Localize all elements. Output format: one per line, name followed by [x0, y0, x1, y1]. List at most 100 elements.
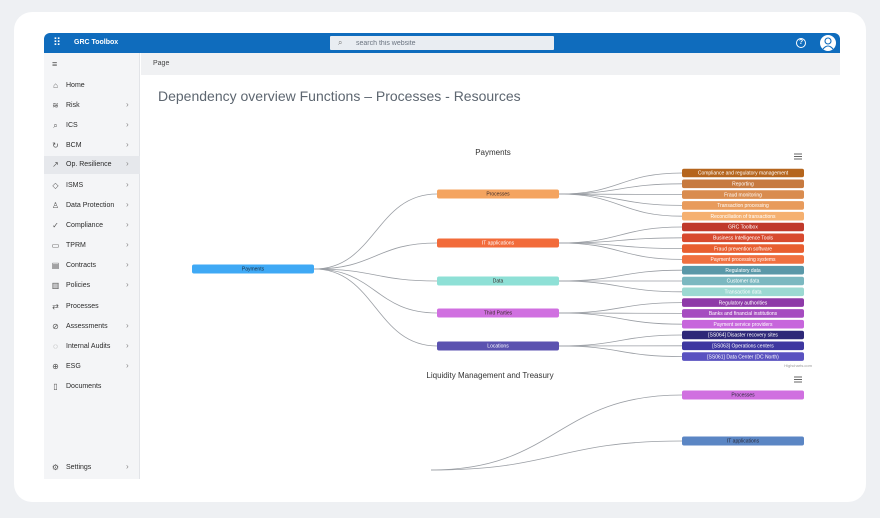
- tree-node-leaf[interactable]: [682, 244, 804, 253]
- avatar[interactable]: [819, 34, 837, 52]
- chart-menu-icon[interactable]: [794, 376, 802, 383]
- risk-icon: ≋: [52, 101, 59, 110]
- sidebar-item-isms[interactable]: ◇ISMS›: [44, 177, 140, 195]
- tree-node-leaf-label: Business Intelligence Tools: [713, 236, 773, 242]
- tree-link: [313, 268, 438, 314]
- sidebar-item-contracts[interactable]: ▤Contracts›: [44, 257, 140, 275]
- tree-link: [313, 242, 438, 270]
- tree-node-leaf-label: Payment service providers: [714, 322, 773, 328]
- search-box[interactable]: ⌕: [330, 36, 554, 50]
- tree-node-leaf[interactable]: [682, 330, 804, 340]
- menu-toggle-icon[interactable]: ≡: [52, 59, 58, 69]
- tree-node-branch-label: Processes: [731, 393, 755, 399]
- vendor-icon: ▭: [51, 241, 60, 250]
- tree-node-leaf-label: Customer data: [727, 279, 760, 285]
- sidebar-item-policies[interactable]: ▥Policies›: [44, 277, 140, 295]
- sidebar-item-op-resilience[interactable]: ↗Op. Resilience›: [44, 156, 140, 174]
- gear-icon: ⚙: [51, 463, 60, 472]
- tree-link: [430, 394, 683, 471]
- tree-node-leaf-label: Transaction data: [724, 290, 761, 296]
- sidebar-item-bcm[interactable]: ↻BCM›: [44, 137, 140, 155]
- sidebar-item-label: Processes: [66, 303, 99, 310]
- tree-node-branch[interactable]: [437, 341, 559, 351]
- tree-node-branch[interactable]: [682, 390, 804, 400]
- tree-node-leaf[interactable]: [682, 276, 804, 286]
- chevron-right-icon: ›: [126, 140, 129, 149]
- tree-link: [313, 268, 438, 347]
- sidebar-item-settings[interactable]: ⚙ Settings ›: [44, 459, 140, 477]
- tree-node-branch[interactable]: [437, 276, 559, 286]
- sidebar-item-label: Home: [66, 82, 85, 89]
- tree-node-branch-label: Processes: [486, 192, 510, 198]
- assessment-icon: ⊘: [52, 322, 59, 331]
- tree-node-branch[interactable]: [437, 238, 559, 248]
- tree-node-branch[interactable]: [437, 308, 559, 318]
- breadcrumb-page[interactable]: Page: [153, 60, 170, 67]
- sidebar-item-data-protection[interactable]: ♙Data Protection›: [44, 197, 140, 215]
- tree-node-root[interactable]: [192, 264, 314, 274]
- sidebar-item-internal-audits[interactable]: ◌Internal Audits›: [44, 338, 140, 356]
- chart-title: Payments: [475, 148, 511, 157]
- tree-node-leaf[interactable]: [682, 298, 804, 307]
- process-icon: ⇄: [52, 302, 59, 311]
- tree-node-leaf-label: [SS063] Operations centers: [712, 344, 774, 350]
- tree-node-leaf[interactable]: [682, 179, 804, 189]
- tree-node-leaf[interactable]: [682, 222, 804, 232]
- tree-node-leaf[interactable]: [682, 211, 804, 221]
- sidebar-item-label: Data Protection: [66, 202, 115, 209]
- chevron-right-icon: ›: [126, 120, 129, 129]
- sidebar-item-documents[interactable]: ▯Documents: [44, 378, 140, 396]
- app-name[interactable]: GRC Toolbox: [74, 39, 119, 46]
- chevron-right-icon: ›: [126, 280, 129, 289]
- tree-node-leaf[interactable]: [682, 352, 804, 361]
- tree-node-leaf-label: GRC Toolbox: [728, 225, 758, 231]
- tree-node-branch-label: Data: [493, 279, 504, 285]
- sidebar-item-processes[interactable]: ⇄ Processes: [44, 298, 140, 316]
- tree-node-branch-label: Locations: [487, 344, 509, 350]
- tree-node-leaf[interactable]: [682, 319, 804, 329]
- chart-credits[interactable]: Highcharts.com: [784, 363, 812, 368]
- app-launcher-icon[interactable]: ⠿: [52, 37, 62, 49]
- tree-link: [558, 172, 683, 195]
- tree-node-branch-label: Third Parties: [484, 311, 513, 317]
- search-icon: ⌕: [53, 121, 58, 130]
- sidebar-item-risk[interactable]: ≋Risk›: [44, 97, 140, 115]
- tree-node-leaf[interactable]: [682, 201, 804, 210]
- contract-icon: ▤: [51, 261, 60, 270]
- tree-node-leaf-label: Reconciliation of transactions: [710, 214, 776, 220]
- chart-menu-icon[interactable]: [794, 153, 802, 160]
- document-icon: ▯: [53, 382, 58, 391]
- tree-node-leaf-label: Fraud prevention software: [714, 246, 772, 252]
- sidebar-item-label: Assessments: [66, 323, 108, 330]
- tree-node-leaf[interactable]: [682, 233, 804, 243]
- resilience-icon: ↗: [52, 160, 59, 169]
- tree-node-branch[interactable]: [437, 189, 559, 199]
- tree-node-leaf[interactable]: [682, 341, 804, 351]
- tree-node-leaf[interactable]: [682, 287, 804, 297]
- sidebar-item-tprm[interactable]: ▭TPRM›: [44, 237, 140, 255]
- search-input[interactable]: [356, 37, 546, 49]
- tree-node-leaf[interactable]: [682, 265, 804, 275]
- sidebar-item-esg[interactable]: ⊕ESG›: [44, 358, 140, 376]
- tree-node-leaf-label: [SS064] Disaster recovery sites: [708, 333, 778, 339]
- tree-node-branch[interactable]: [682, 436, 804, 446]
- sidebar-item-assessments[interactable]: ⊘Assessments›: [44, 318, 140, 336]
- sidebar-item-label: BCM: [66, 142, 82, 149]
- tree-node-leaf[interactable]: [682, 168, 804, 178]
- tree-node-leaf[interactable]: [682, 255, 804, 264]
- sidebar-item-ics[interactable]: ⌕ICS›: [44, 117, 140, 135]
- tree-node-leaf[interactable]: [682, 309, 804, 318]
- tree-node-leaf-label: Banks and financial institutions: [709, 311, 778, 317]
- chevron-right-icon: ›: [126, 240, 129, 249]
- tree-node-leaf-label: Payment processing systems: [710, 257, 776, 263]
- help-icon[interactable]: ?: [796, 38, 806, 48]
- tree-node-branch-label: IT applications: [482, 241, 515, 247]
- tree-node-leaf-label: Reporting: [732, 182, 754, 188]
- top-navigation-bar: ⠿ GRC Toolbox ⌕ ?: [44, 33, 840, 53]
- sidebar-item-compliance[interactable]: ✓Compliance›: [44, 217, 140, 235]
- sidebar-item-label: ISMS: [66, 182, 84, 189]
- tree-link: [430, 440, 683, 471]
- tree-node-leaf[interactable]: [682, 190, 804, 199]
- sidebar-item-home[interactable]: ⌂Home: [44, 77, 140, 95]
- tree-link: [558, 312, 683, 325]
